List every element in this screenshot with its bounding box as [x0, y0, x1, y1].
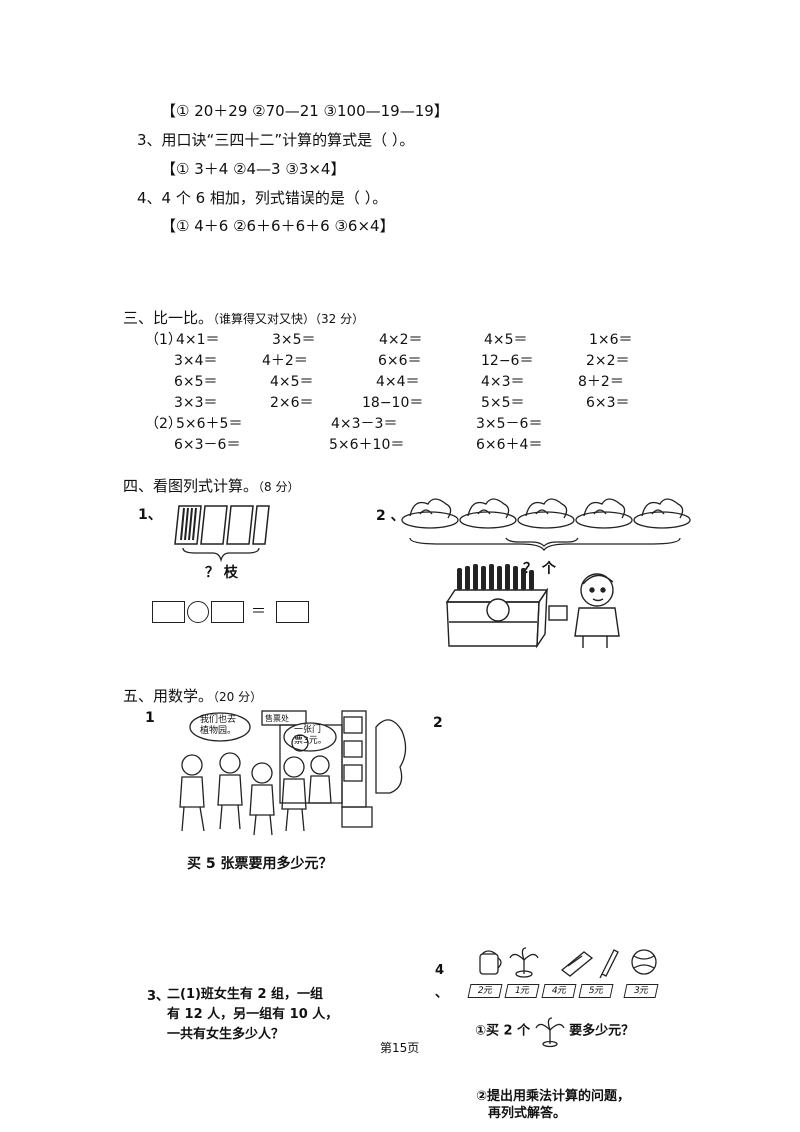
exercise-cell: 4×5＝ [270, 374, 314, 390]
section3-heading: 三、比一比。（谁算得又对又快）（32 分） [123, 307, 364, 328]
exercise-cell: 3×3＝ [174, 395, 218, 411]
section3-note: （谁算得又对又快）（32 分） [213, 312, 365, 326]
s5-problem3-label: 3、 [147, 989, 170, 1004]
part1-label: （1） [145, 332, 182, 348]
exercise-cell: 18−10＝ [362, 395, 424, 411]
equals-sign: ＝ [251, 602, 267, 620]
exercise-cell: 3×4＝ [174, 353, 218, 369]
speech-bubble-1: 我们也去植物园。 [200, 715, 237, 736]
exercise-cell: 6×6＋4＝ [476, 437, 543, 453]
exercise-cell: 3×5－6＝ [476, 416, 543, 432]
exercise-cell: 4×3＝ [481, 374, 525, 390]
answer-box-1[interactable] [152, 601, 185, 623]
price-tag: 3元 [623, 984, 659, 998]
exercise-cell: 1×6＝ [589, 332, 633, 348]
s5-problem4-label-top: 4 [435, 963, 445, 978]
problem4-q1: ①买 2 个 要多少元？ [475, 1016, 635, 1048]
exercise-cell: 4＋2＝ [262, 353, 308, 369]
ball-icon [631, 949, 657, 975]
problem1-question: ？ 枝 [205, 565, 238, 581]
crate-and-boy-illustration [445, 564, 620, 649]
section5-heading: 五、用数学。（20 分） [123, 685, 262, 706]
exercise-cell: 4×1＝ [176, 332, 220, 348]
section4-heading: 四、看图列式计算。（8 分） [123, 475, 299, 496]
exercise-cell: 5×6＋10＝ [329, 437, 405, 453]
peach-plates-illustration [401, 498, 691, 552]
q4-options: 【① 4＋6 ②6＋6＋6＋6 ③6×4】 [161, 217, 395, 235]
q3-stem: 3、用口诀“三四十二”计算的算式是（ ）。 [137, 131, 415, 149]
problem3-line: 二(1)班女生有 2 组，一组 [167, 987, 324, 1002]
q4-stem: 4、4 个 6 相加，列式错误的是（ ）。 [137, 189, 388, 207]
problem4-q2-line: ②提出用乘法计算的问题， [476, 1089, 631, 1104]
pencil-case-icon [560, 951, 594, 977]
exercise-cell: 6×3－6＝ [174, 437, 241, 453]
exercise-cell: 5×5＝ [481, 395, 525, 411]
price-tag: 5元 [578, 984, 614, 998]
price-tag: 1元 [504, 984, 540, 998]
ticket-booth-illustration: 我们也去植物园。 一张门票3元。 售票处 [169, 706, 407, 838]
price-tag: 2元 [467, 984, 503, 998]
answer-box-3[interactable] [276, 601, 309, 623]
operator-circle[interactable] [187, 601, 209, 623]
exercise-cell: 4×5＝ [484, 332, 528, 348]
exercise-cell: 6×6＝ [378, 353, 422, 369]
exercise-cell: 5×6＋5＝ [176, 416, 243, 432]
pencil-boxes-illustration [174, 505, 270, 563]
exercise-cell: 8＋2＝ [578, 374, 624, 390]
problem4-q1-suffix: 要多少元？ [569, 1023, 635, 1039]
plant-icon [535, 1017, 565, 1048]
exercise-cell: 2×2＝ [586, 353, 630, 369]
problem4-q2-line: 再列式解答。 [488, 1106, 567, 1121]
q2-options: 【① 20＋29 ②70—21 ③100—19—19】 [161, 102, 449, 120]
exercise-cell: 6×5＝ [174, 374, 218, 390]
q3-options: 【① 3＋4 ②4—3 ③3×4】 [161, 160, 346, 178]
problem2-label: 2 、 [376, 508, 405, 524]
shop-items-illustration [479, 947, 657, 979]
problem3-line: 有 12 人，另一组有 10 人， [167, 1007, 339, 1022]
page-number: 第15页 [380, 1041, 420, 1055]
problem4-q2: ②提出用乘法计算的问题， 再列式解答。 [476, 1088, 630, 1122]
exercise-cell: 6×3＝ [586, 395, 630, 411]
exercise-cell: 4×4＝ [376, 374, 420, 390]
part2-label: （2） [145, 416, 182, 432]
exercise-cell: 3×5＝ [272, 332, 316, 348]
speech-bubble-2: 一张门票3元。 [294, 725, 327, 746]
s5-problem4-label-bottom: 、 [435, 986, 449, 1001]
section3-title: 三、比一比。 [123, 309, 214, 327]
section4-title: 四、看图列式计算。 [123, 477, 259, 495]
price-tag: 4元 [541, 984, 577, 998]
exercise-cell: 4×3－3＝ [331, 416, 398, 432]
cup-icon [479, 950, 502, 975]
s5-problem3-text: 二(1)班女生有 2 组，一组 有 12 人，另一组有 10 人， 一共有女生多… [167, 985, 338, 1045]
section5-title: 五、用数学。 [123, 687, 214, 705]
s5-problem1-label: 1 [145, 710, 155, 726]
exercise-cell: 4×2＝ [379, 332, 423, 348]
section4-note: （8 分） [258, 480, 300, 494]
problem4-q1-prefix: ①买 2 个 [475, 1023, 531, 1039]
s5-problem1-question: 买 5 张票要用多少元？ [187, 856, 333, 872]
problem1-label: 1、 [138, 507, 162, 523]
section5-note: （20 分） [213, 690, 263, 704]
s5-problem2-label: 2 [433, 715, 443, 731]
pen-icon [599, 949, 619, 979]
exercise-cell: 2×6＝ [270, 395, 314, 411]
problem3-line: 一共有女生多少人？ [167, 1027, 285, 1042]
answer-box-2[interactable] [211, 601, 244, 623]
ticket-booth-sign: 售票处 [265, 714, 289, 723]
plant-icon [509, 947, 539, 978]
exercise-cell: 12−6＝ [481, 353, 534, 369]
